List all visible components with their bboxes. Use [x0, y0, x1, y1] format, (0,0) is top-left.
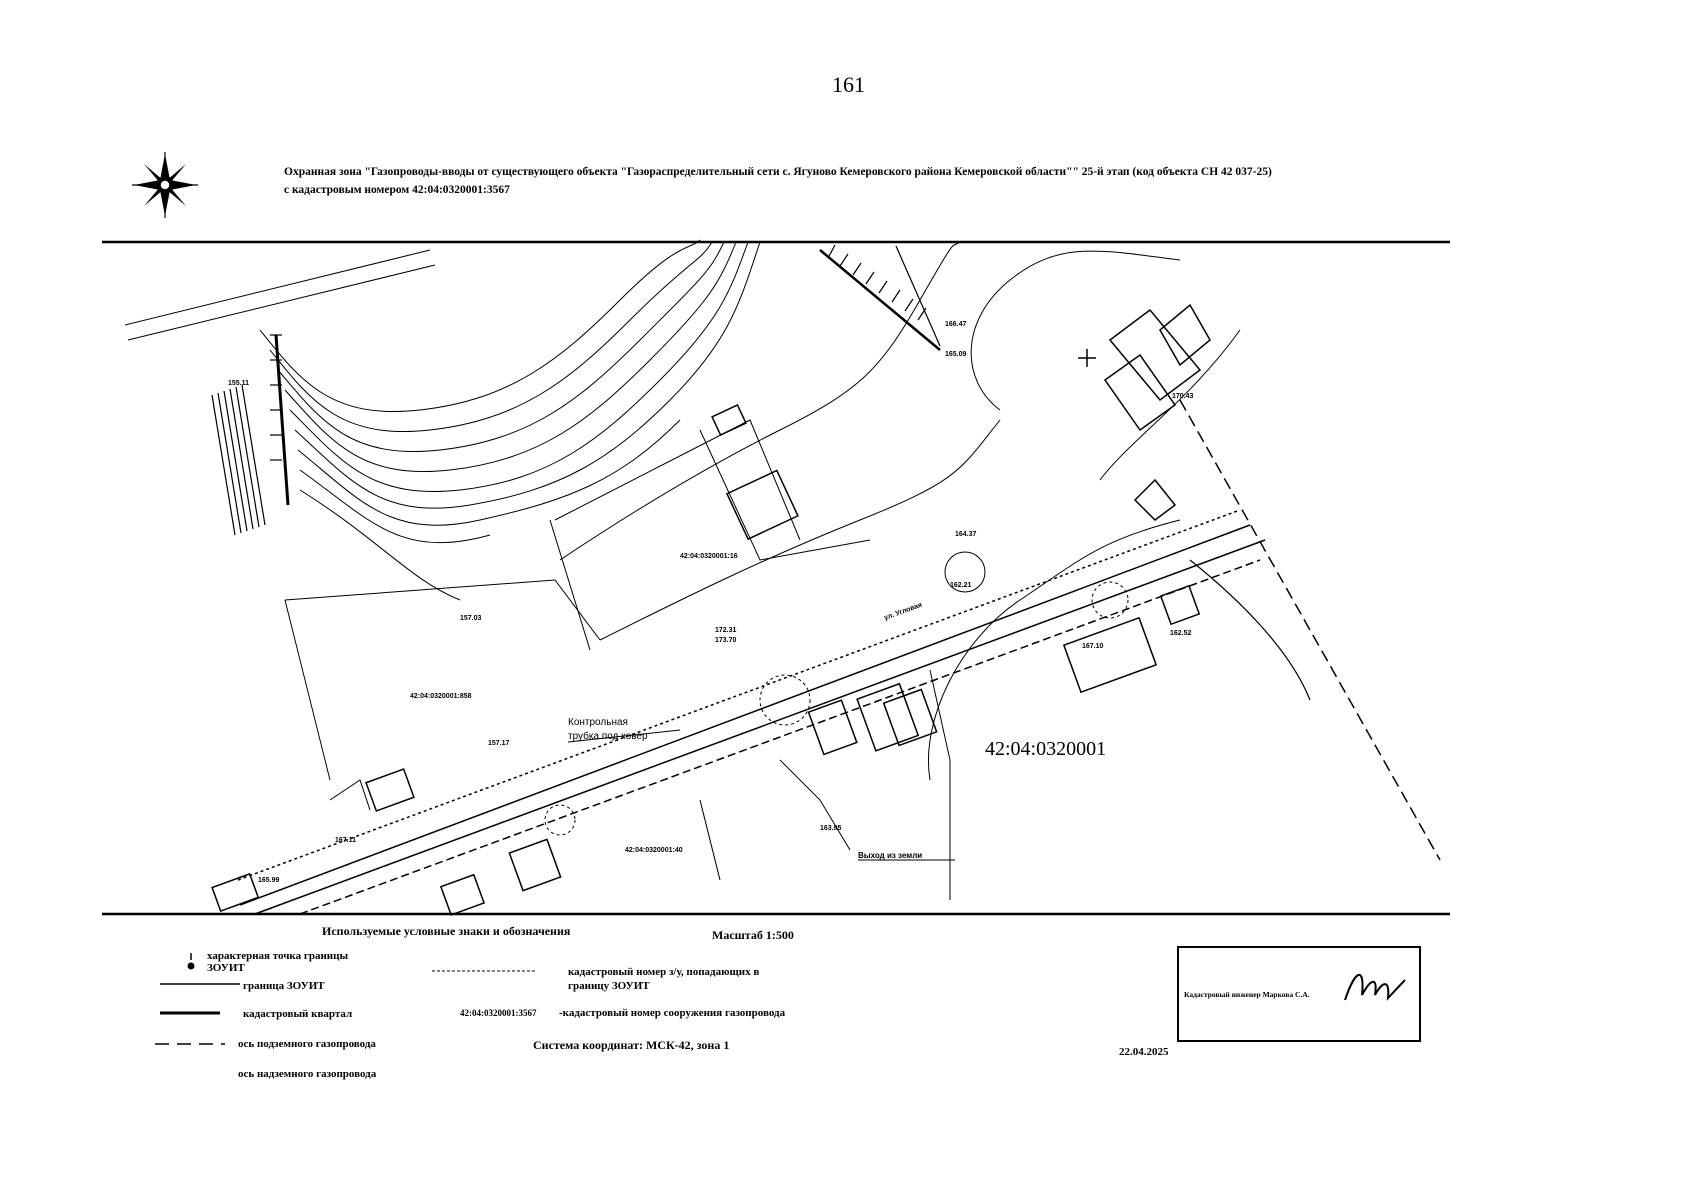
elevation-label: 167.11 — [335, 837, 356, 844]
compass-rose-icon — [132, 152, 198, 218]
control-tube-label: трубка под ковер — [568, 730, 648, 742]
engineer-stamp — [1177, 946, 1421, 1042]
contour-lines — [259, 239, 1241, 781]
legend-point-label: характерная точка границы ЗОУИТ — [207, 950, 349, 974]
map-title-line2: с кадастровым номером 42:04:0320001:3567 — [284, 184, 510, 196]
street-label: ул. Угловая — [883, 602, 923, 622]
map-title-line1: Охранная зона "Газопроводы-вводы от суще… — [284, 166, 1272, 178]
road-corridor — [237, 509, 1266, 915]
stamp-date: 22.04.2025 — [1119, 1046, 1169, 1058]
legend-structure-label: -кадастровый номер сооружения газопровод… — [559, 1007, 786, 1019]
elevation-label: 155.11 — [228, 380, 249, 387]
page-number: 161 — [832, 72, 865, 97]
slope-hatching — [211, 334, 290, 536]
parcel-label-40: 42:04:0320001:40 — [625, 847, 683, 854]
elevation-label: 172.31 — [715, 627, 737, 634]
elevation-label: 163.95 — [820, 825, 842, 832]
engineer-name: Кадастровый инженер Маркова С.А. — [1184, 990, 1310, 999]
ground-exit-label: Выход из земли — [858, 851, 922, 860]
parcel-label-16: 42:04:0320001:16 — [680, 553, 738, 560]
legend-structure-number: 42:04:0320001:3567 — [460, 1008, 537, 1018]
legend-quarter-label: кадастровый квартал — [243, 1008, 353, 1020]
legend-coords: Система координат: МСК-42, зона 1 — [533, 1038, 730, 1052]
elevation-label: 166.47 — [945, 321, 967, 328]
legend-boundary-label: граница ЗОУИТ — [243, 980, 325, 992]
elevation-label: 165.99 — [258, 877, 280, 884]
legend-parcels-label: кадастровый номер з/у, попадающих в гран… — [568, 966, 760, 992]
elevation-label: 162.52 — [1170, 630, 1192, 637]
legend-title: Используемые условные знаки и обозначени… — [322, 924, 571, 938]
buildings — [211, 303, 1211, 916]
gas-line-curve — [1189, 559, 1311, 701]
map-title: Охранная зона "Газопроводы-вводы от суще… — [284, 163, 1444, 199]
elevation-label: 170.43 — [1172, 393, 1194, 400]
elevation-label: 157.17 — [488, 740, 510, 747]
elevation-label: 157.03 — [460, 615, 482, 622]
parcel-boundaries — [284, 419, 951, 900]
embankment-hatching — [819, 244, 941, 351]
legend-aboveground-label: ось надземного газопровода — [238, 1068, 377, 1080]
cadastral-quarter-label: 42:04:0320001 — [985, 738, 1107, 760]
legend-scale: Масштаб 1:500 — [712, 928, 794, 942]
gas-line-east — [1179, 399, 1441, 861]
control-tube-label: Контрольная — [568, 717, 628, 728]
signature-icon — [1344, 973, 1406, 1001]
elevation-label: 173.70 — [715, 637, 737, 644]
elevation-label: 162.21 — [950, 582, 972, 589]
elevation-label: 164.37 — [955, 531, 977, 538]
parcel-label-858: 42:04:0320001:858 — [410, 693, 472, 700]
elevation-label: 167.10 — [1082, 643, 1104, 650]
legend-underground-label: ось подземного газопровода — [238, 1038, 376, 1050]
elevation-label: 165.09 — [945, 351, 967, 358]
